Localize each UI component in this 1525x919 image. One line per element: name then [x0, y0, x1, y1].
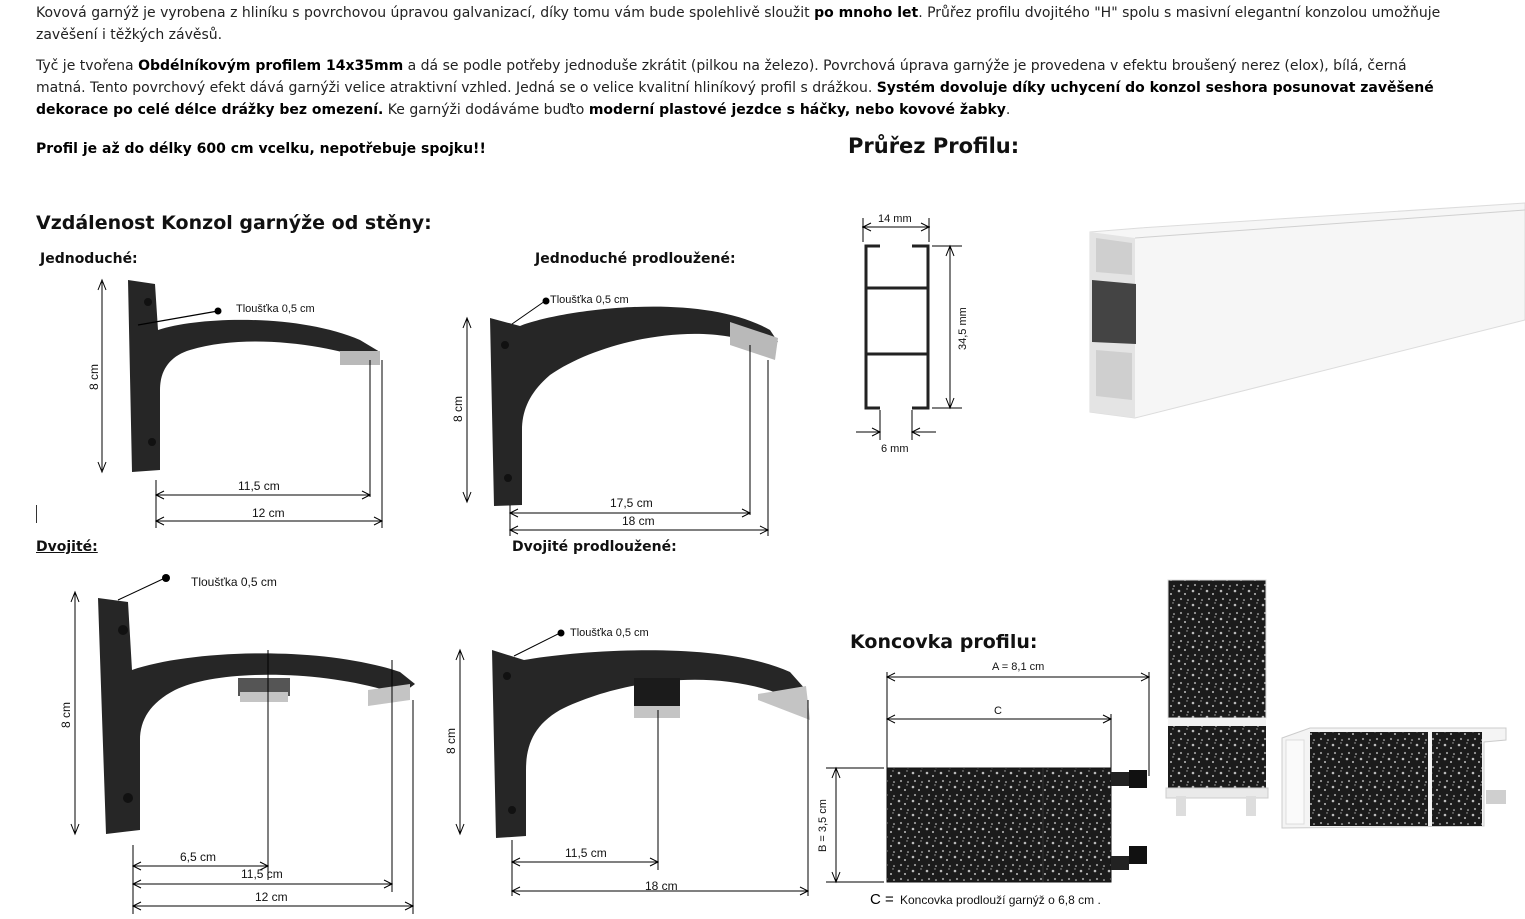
double-dim2: 11,5 cm: [241, 867, 283, 881]
bracket-distance-heading: Vzdálenost Konzol garnýže od stěny:: [36, 212, 432, 234]
double-ext-bracket-label: Dvojité prodloužené:: [512, 539, 677, 555]
double-ext-thickness: Tloušťka 0,5 cm: [570, 627, 649, 639]
end-cap-note-c: C =: [870, 891, 894, 908]
profile-groove: 6 mm: [881, 443, 909, 455]
intro-paragraph-2: Tyč je tvořena Obdélníkovým profilem 14x…: [36, 55, 1456, 121]
double-dim3: 12 cm: [255, 890, 288, 904]
double-ext-dim1: 11,5 cm: [565, 846, 607, 860]
single-ext-height: 8 cm: [451, 396, 465, 422]
intro-text: Tyč je tvořena: [36, 58, 139, 74]
single-height: 8 cm: [87, 364, 101, 390]
single-ext-bracket-label: Jednoduché prodloužené:: [535, 251, 736, 267]
intro-text: Kovová garnýž je vyrobena z hliníku s po…: [36, 5, 815, 21]
end-cap-body: [886, 767, 1147, 883]
profile-width: 14 mm: [878, 213, 912, 225]
double-bracket-body: [98, 598, 415, 834]
end-cap-a: A = 8,1 cm: [992, 661, 1044, 673]
intro-text: .: [1005, 102, 1011, 118]
profile-section-heading: Průřez Profilu:: [848, 134, 1020, 158]
double-dim1: 6,5 cm: [180, 850, 216, 864]
double-ext-bracket-body: [492, 650, 810, 838]
double-bracket-label[interactable]: Dvojité:: [36, 539, 98, 555]
profile-rail-render: [1089, 202, 1525, 419]
end-cap-note: Koncovka prodlouží garnýž o 6,8 cm .: [900, 893, 1101, 907]
single-ext-bracket-body: [490, 306, 778, 506]
intro-text: a dá se podle potřeby jednoduše zkrátit …: [36, 58, 1407, 96]
intro-bold: Systém dovoluje díky uchycení do konzol …: [36, 80, 1434, 118]
end-cap-c: C: [994, 705, 1002, 717]
single-ext-dim1: 17,5 cm: [610, 496, 653, 510]
intro-text: . Průřez profilu dvojitého "H" spolu s m…: [36, 5, 1441, 43]
double-thickness: Tloušťka 0,5 cm: [191, 575, 277, 589]
double-height: 8 cm: [59, 702, 73, 728]
intro-bold: moderní plastové jezdce s háčky, nebo ko…: [588, 102, 1006, 118]
double-ext-height: 8 cm: [444, 728, 458, 754]
end-cap-heading: Koncovka profilu:: [850, 631, 1038, 653]
intro-paragraph-1: Kovová garnýž je vyrobena z hliníku s po…: [36, 2, 1456, 46]
intro-bold: Obdélníkovým profilem 14x35mm: [138, 58, 404, 74]
single-bracket-label: Jednoduché:: [40, 251, 138, 267]
end-cap-photo: [1158, 572, 1525, 829]
single-thickness: Tloušťka 0,5 cm: [236, 303, 315, 315]
intro-bold: po mnoho let: [814, 5, 919, 21]
intro-paragraph-3: Profil je až do délky 600 cm vcelku, nep…: [36, 141, 486, 157]
end-cap-b: B = 3,5 cm: [817, 799, 829, 852]
double-ext-dim2: 18 cm: [645, 879, 678, 893]
single-ext-thickness: Tloušťka 0,5 cm: [550, 294, 629, 306]
intro-text: Ke garnýži dodáváme buďto: [383, 102, 589, 118]
single-ext-dim2: 18 cm: [622, 514, 655, 528]
profile-h-shape: [864, 244, 930, 410]
single-dim1: 11,5 cm: [238, 479, 280, 493]
text-cursor: [36, 505, 37, 523]
double-bracket-link[interactable]: Dvojité:: [36, 539, 98, 555]
single-dim2: 12 cm: [252, 506, 285, 520]
profile-height: 34,5 mm: [957, 307, 969, 350]
